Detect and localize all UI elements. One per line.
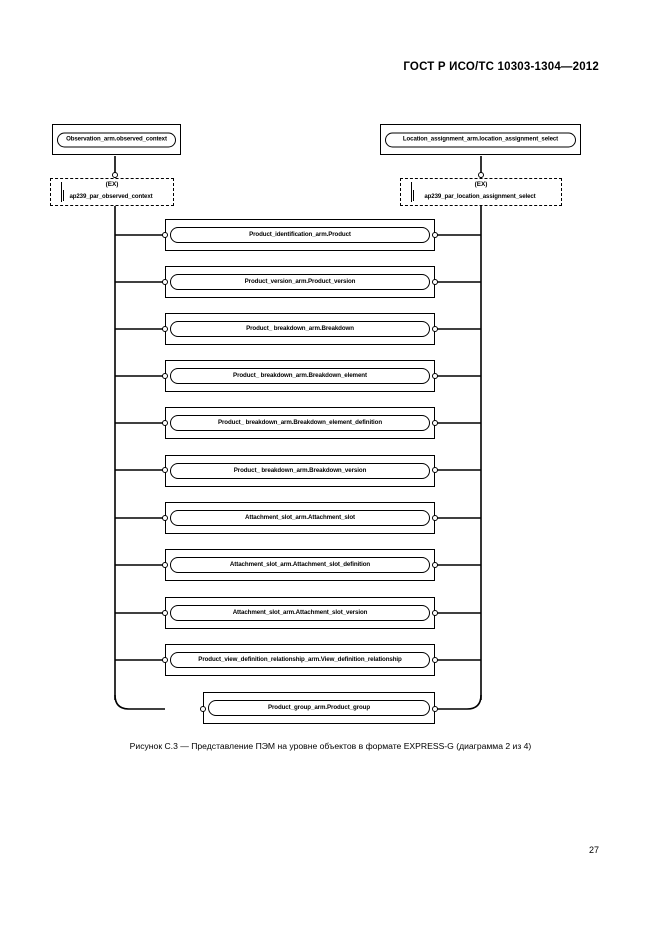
entity-row[interactable]: Product_view_definition_relationship_arm… bbox=[165, 644, 435, 676]
connector-dot-right bbox=[432, 279, 438, 285]
entity-pill: Product_ breakdown_arm.Breakdown_element bbox=[170, 368, 430, 384]
connector-dot-right bbox=[432, 515, 438, 521]
connector-dot-left bbox=[162, 562, 168, 568]
entity-pill: Product_ breakdown_arm.Breakdown_element… bbox=[170, 415, 430, 431]
entity-row[interactable]: Attachment_slot_arm.Attachment_slot bbox=[165, 502, 435, 534]
entity-pill: Attachment_slot_arm.Attachment_slot_vers… bbox=[170, 605, 430, 621]
entity-label: Product_version_arm.Product_version bbox=[244, 277, 356, 285]
top-entity-box-observation-arm[interactable]: Observation_arm.observed_context bbox=[52, 124, 181, 155]
entity-label: Product_ breakdown_arm.Breakdown bbox=[246, 324, 354, 332]
connector-dot-right bbox=[432, 467, 438, 473]
entity-row[interactable]: Product_ breakdown_arm.Breakdown_element… bbox=[165, 407, 435, 439]
entity-pill: Product_identification_arm.Product bbox=[170, 227, 430, 243]
connector-dot-right bbox=[432, 610, 438, 616]
connector-dot-location-assignment-arm bbox=[478, 172, 484, 178]
entity-label: Observation_arm.observed_context bbox=[66, 135, 167, 143]
diagram-connector-lines bbox=[114, 156, 482, 710]
entity-row[interactable]: Product_ breakdown_arm.Breakdown_version bbox=[165, 455, 435, 487]
entity-row[interactable]: Product_version_arm.Product_version bbox=[165, 266, 435, 298]
entity-row[interactable]: Product_ breakdown_arm.Breakdown_element bbox=[165, 360, 435, 392]
connector-dot-left bbox=[162, 279, 168, 285]
connector-dot-right bbox=[432, 706, 438, 712]
entity-label: Product_ breakdown_arm.Breakdown_element bbox=[233, 371, 367, 379]
connector-dot-left bbox=[162, 326, 168, 332]
schema-tick-mark bbox=[62, 190, 64, 201]
connector-dot-left bbox=[200, 706, 206, 712]
schema-box-left[interactable]: (EX) ap239_par_observed_context bbox=[50, 178, 174, 206]
entity-row[interactable]: Product_ breakdown_arm.Breakdown bbox=[165, 313, 435, 345]
schema-name-label: ap239_par_observed_context bbox=[69, 192, 153, 200]
connector-dot-left bbox=[162, 420, 168, 426]
entity-row[interactable]: Attachment_slot_arm.Attachment_slot_vers… bbox=[165, 597, 435, 629]
entity-pill: Location_assignment_arm.location_assignm… bbox=[385, 132, 576, 147]
entity-row[interactable]: Product_group_arm.Product_group bbox=[203, 692, 435, 724]
connector-dot-left bbox=[162, 515, 168, 521]
connector-dot-right bbox=[432, 420, 438, 426]
entity-pill: Product_view_definition_relationship_arm… bbox=[170, 652, 430, 668]
connector-dot-right bbox=[432, 232, 438, 238]
entity-pill: Product_group_arm.Product_group bbox=[208, 700, 430, 716]
entity-pill: Attachment_slot_arm.Attachment_slot bbox=[170, 510, 430, 526]
connector-dot-right bbox=[432, 373, 438, 379]
page-number: 27 bbox=[588, 845, 599, 855]
top-entity-box-location-assignment-arm[interactable]: Location_assignment_arm.location_assignm… bbox=[380, 124, 581, 155]
connector-dot-left bbox=[162, 373, 168, 379]
entity-label: Product_ breakdown_arm.Breakdown_version bbox=[233, 466, 367, 474]
schema-ex-tag: (EX) bbox=[105, 181, 119, 188]
schema-tick-mark bbox=[412, 190, 414, 201]
schema-name-label: ap239_par_location_assignment_select bbox=[424, 192, 536, 200]
entity-pill: Attachment_slot_arm.Attachment_slot_defi… bbox=[170, 557, 430, 573]
entity-label: Attachment_slot_arm.Attachment_slot_vers… bbox=[232, 608, 368, 616]
entity-pill: Observation_arm.observed_context bbox=[57, 132, 176, 147]
connector-dot-right bbox=[432, 657, 438, 663]
entity-pill: Product_version_arm.Product_version bbox=[170, 274, 430, 290]
entity-pill: Product_ breakdown_arm.Breakdown bbox=[170, 321, 430, 337]
entity-row[interactable]: Attachment_slot_arm.Attachment_slot_defi… bbox=[165, 549, 435, 581]
entity-row[interactable]: Product_identification_arm.Product bbox=[165, 219, 435, 251]
entity-label: Product_group_arm.Product_group bbox=[267, 703, 371, 711]
entity-label: Location_assignment_arm.location_assignm… bbox=[402, 135, 559, 143]
connector-dot-right bbox=[432, 562, 438, 568]
connector-dot-left bbox=[162, 610, 168, 616]
document-header-standard-number: ГОСТ Р ИСО/ТС 10303-1304—2012 bbox=[403, 61, 599, 73]
entity-label: Product_identification_arm.Product bbox=[249, 230, 351, 238]
schema-left-bar bbox=[55, 182, 62, 202]
figure-caption: Рисунок С.3 — Представление ПЭМ на уровн… bbox=[129, 741, 532, 751]
schema-box-right[interactable]: (EX) ap239_par_location_assignment_selec… bbox=[400, 178, 562, 206]
connector-dot-observation-arm bbox=[112, 172, 118, 178]
schema-ex-tag: (EX) bbox=[474, 181, 488, 188]
connector-dot-left bbox=[162, 232, 168, 238]
express-g-diagram: Observation_arm.observed_context Locatio… bbox=[50, 124, 581, 724]
connector-dot-left bbox=[162, 657, 168, 663]
connector-dot-left bbox=[162, 467, 168, 473]
entity-label: Attachment_slot_arm.Attachment_slot_defi… bbox=[229, 560, 371, 568]
schema-left-bar bbox=[405, 182, 412, 202]
entity-label: Product_view_definition_relationship_arm… bbox=[198, 655, 402, 663]
connector-dot-right bbox=[432, 326, 438, 332]
entity-pill: Product_ breakdown_arm.Breakdown_version bbox=[170, 463, 430, 479]
entity-label: Attachment_slot_arm.Attachment_slot bbox=[245, 513, 355, 521]
entity-label: Product_ breakdown_arm.Breakdown_element… bbox=[217, 418, 383, 426]
